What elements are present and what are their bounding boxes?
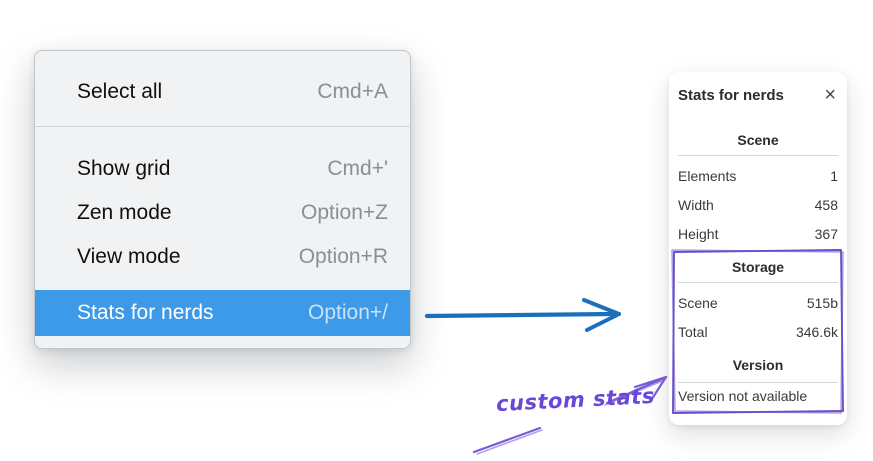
menu-item-shortcut: Option+Z bbox=[301, 201, 388, 224]
menu-item-stats-for-nerds[interactable]: Stats for nerds Option+/ bbox=[35, 290, 410, 336]
menu-item-label: Select all bbox=[77, 80, 163, 103]
annotation-text[interactable]: custom stats bbox=[495, 383, 656, 417]
menu-divider bbox=[35, 126, 410, 127]
stat-value: 515b bbox=[806, 294, 838, 311]
section-heading-version: Version bbox=[732, 357, 784, 373]
section-divider bbox=[678, 155, 838, 156]
section-heading-storage: Storage bbox=[731, 259, 785, 275]
stat-value: 458 bbox=[814, 196, 838, 213]
section-heading-scene: Scene bbox=[737, 132, 779, 148]
stat-row-total-size: Total 346.6k bbox=[678, 317, 838, 346]
menu-item-label: Zen mode bbox=[77, 201, 172, 224]
stat-row-scene-size: Scene 515b bbox=[678, 288, 838, 317]
context-menu: Select all Cmd+A Show grid Cmd+' Zen mod… bbox=[34, 50, 411, 349]
menu-item-label: View mode bbox=[77, 245, 181, 268]
menu-item-select-all[interactable]: Select all Cmd+A bbox=[35, 65, 410, 119]
stats-panel-title: Stats for nerds bbox=[678, 86, 784, 104]
menu-item-zen-mode[interactable]: Zen mode Option+Z bbox=[35, 191, 410, 235]
stat-row-elements: Elements 1 bbox=[678, 161, 838, 190]
stats-panel-header: Stats for nerds × bbox=[678, 85, 838, 105]
menu-item-shortcut: Cmd+' bbox=[327, 157, 388, 180]
menu-item-view-mode[interactable]: View mode Option+R bbox=[35, 235, 410, 279]
stat-row-width: Width 458 bbox=[678, 190, 838, 219]
menu-item-shortcut: Option+R bbox=[298, 245, 388, 268]
menu-item-shortcut: Option+/ bbox=[308, 301, 388, 324]
stat-value: 367 bbox=[814, 225, 838, 242]
stat-row-height: Height 367 bbox=[678, 219, 838, 248]
menu-item-label: Show grid bbox=[77, 157, 171, 180]
menu-item-shortcut: Cmd+A bbox=[317, 80, 388, 103]
section-divider bbox=[678, 282, 838, 283]
stat-value: 1 bbox=[830, 167, 838, 184]
section-divider bbox=[678, 382, 838, 383]
stat-label: Elements bbox=[678, 167, 737, 184]
stat-label: Width bbox=[678, 196, 714, 213]
stats-panel: Stats for nerds × Scene Elements 1 Width… bbox=[669, 72, 847, 425]
pointer-arrow[interactable] bbox=[424, 298, 621, 332]
menu-item-show-grid[interactable]: Show grid Cmd+' bbox=[35, 147, 410, 191]
menu-item-label: Stats for nerds bbox=[77, 301, 214, 324]
stat-value: 346.6k bbox=[795, 323, 838, 340]
stat-label: Total bbox=[678, 323, 708, 340]
version-note: Version not available bbox=[678, 388, 808, 404]
close-icon[interactable]: × bbox=[824, 84, 836, 106]
stat-label: Scene bbox=[678, 294, 718, 311]
stat-label: Height bbox=[678, 225, 719, 242]
